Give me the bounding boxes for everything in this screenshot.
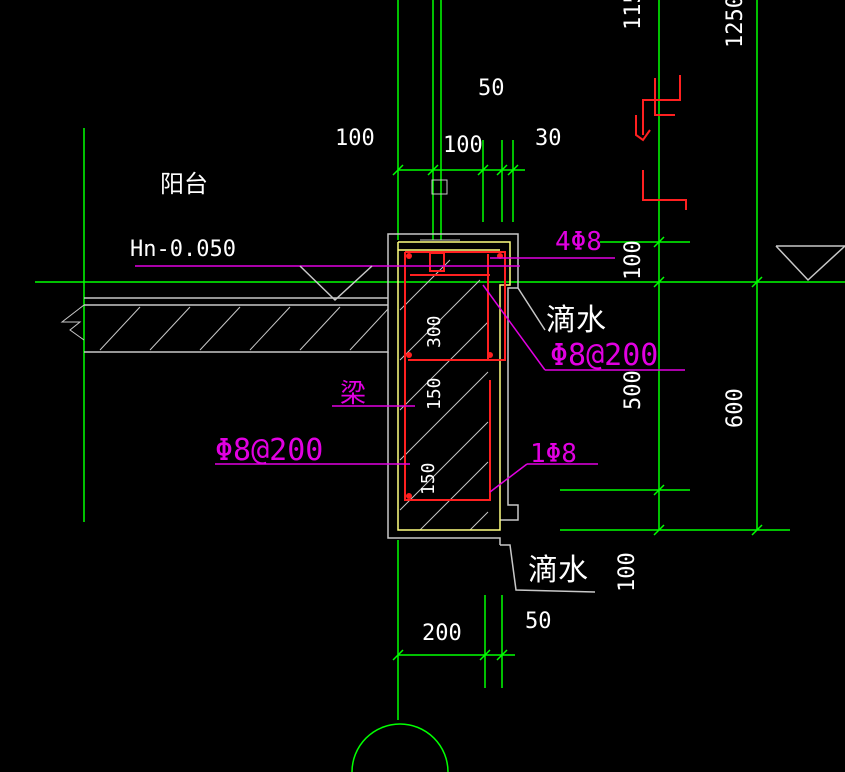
leader-lines <box>135 257 685 493</box>
dim-600: 600 <box>723 388 748 428</box>
beam-hatch <box>399 259 489 531</box>
elevation-marker-left <box>299 265 373 302</box>
section-outline <box>84 233 596 593</box>
dim-500: 500 <box>621 370 646 410</box>
stirrups-note-left: Φ8@200 <box>215 433 323 468</box>
stirrups-note-right: Φ8@200 <box>550 338 658 373</box>
dim-300-inside: 300 <box>424 315 445 348</box>
dim-30: 30 <box>535 126 562 151</box>
dim-50-top: 50 <box>478 76 505 101</box>
dim-50-bottom: 50 <box>525 609 552 634</box>
dim-200-bottom: 200 <box>422 621 462 646</box>
dim-150-inside-a: 150 <box>424 377 445 410</box>
dim-150-inside-b: 150 <box>418 462 439 495</box>
balcony-label: 阳台 <box>160 170 208 198</box>
dim-100-mid: 100 <box>443 133 483 158</box>
dim-100-lower: 100 <box>615 552 640 592</box>
slab-hatch <box>60 304 389 351</box>
elevation-marker-right <box>775 245 845 282</box>
dim-115: 115 <box>621 0 646 30</box>
concrete-edge <box>397 241 511 531</box>
drip-label-lower: 滴水 <box>528 553 588 588</box>
rebar <box>404 251 506 501</box>
dim-100-right: 100 <box>621 240 646 280</box>
dim-100-left: 100 <box>335 126 375 151</box>
drip-label-upper: 滴水 <box>546 303 606 338</box>
dim-1250: 1250 <box>723 0 748 48</box>
dimension-lines <box>35 0 845 772</box>
beam-label: 梁 <box>340 379 366 409</box>
window-frame <box>420 179 460 241</box>
top-bars-note: 4Φ8 <box>555 227 602 257</box>
bottom-bar-note: 1Φ8 <box>530 439 577 469</box>
section-mark <box>635 75 687 210</box>
elevation-label: Hn-0.050 <box>130 237 236 262</box>
